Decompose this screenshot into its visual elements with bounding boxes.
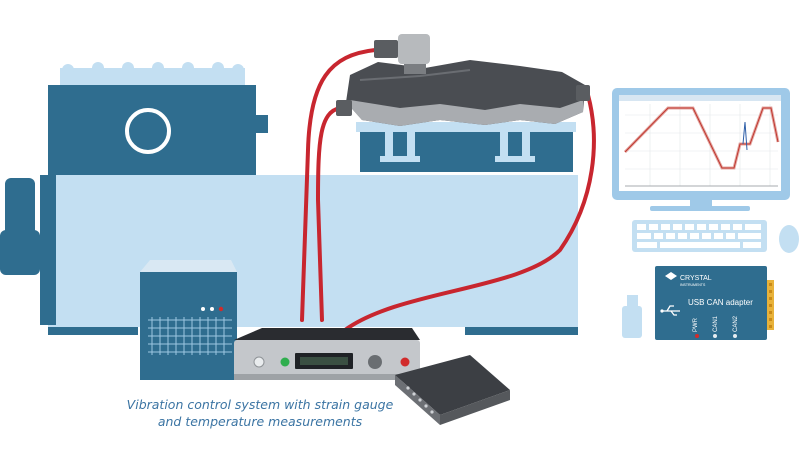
slip-table [356,122,576,172]
brand-logo-icon [665,272,677,280]
caption-line-1: Vibration control system with strain gau… [126,397,394,412]
caption-line-2: and temperature measurements [157,414,363,429]
adapter-brand: CRYSTAL [680,275,712,282]
led-can1 [713,334,717,338]
adapter-brand-sub: INSTRUMENTS [680,283,706,287]
usb-icon [662,305,680,316]
test-specimen [346,60,585,126]
mouse [779,225,799,253]
led-can2 [733,334,737,338]
diagram-caption: Vibration control system with strain gau… [90,396,430,430]
led-pwr [695,334,699,338]
vibration-controller [234,328,420,380]
monitor-screen [619,95,781,191]
usb-can-adapter: CRYSTAL INSTRUMENTS USB CAN adapter PWR … [655,266,774,340]
port-label-can2: CAN2 [733,315,739,332]
cable-2 [315,106,342,322]
cable-3 [343,93,596,332]
measurement-module [395,355,510,425]
sensor-connectors [336,34,590,116]
cable-1 [300,48,377,322]
power-amplifier [140,260,237,380]
usb-stick [622,295,642,338]
adapter-title: USB CAN adapter [688,298,753,307]
port-label-pwr: PWR [693,317,699,332]
shaker-ring [125,108,171,154]
computer-illustration [612,88,799,253]
port-label-can1: CAN1 [713,315,719,332]
shaker-illustration [0,62,578,335]
cables [300,48,596,332]
